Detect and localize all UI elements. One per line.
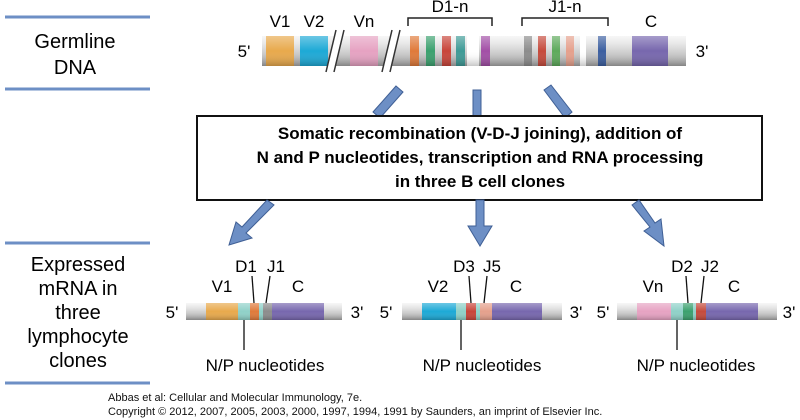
d-label: D1-n [432, 0, 469, 16]
expressed-label-line5: clones [49, 350, 107, 372]
clone-3-d-pointer [685, 275, 689, 304]
clone-1-v-label: V1 [212, 277, 233, 296]
citation: Abbas et al: Cellular and Molecular Immu… [108, 392, 363, 404]
clone-2-np-label: N/P nucleotides [423, 356, 542, 375]
clone-2-d-pointer [468, 275, 472, 304]
clone-2-j-label: J5 [483, 257, 501, 276]
clone-2-v-label: V2 [428, 277, 449, 296]
germline-label-line1: Germline [34, 31, 115, 53]
expressed-label-rules [5, 241, 150, 385]
germline-3prime: 3' [696, 42, 709, 61]
clone-1-d-label: D1 [235, 257, 257, 276]
clone-2-j-pointer [483, 275, 488, 304]
clone-1-np-label: N/P nucleotides [206, 356, 325, 375]
v2-label: V2 [304, 12, 325, 31]
clone-3-c-label: C [728, 277, 740, 296]
break-mark [325, 29, 401, 73]
d-bracket [407, 17, 493, 26]
clone-3-3prime: 3' [783, 303, 796, 322]
j-label: J1-n [548, 0, 581, 16]
vn-label: Vn [354, 12, 375, 31]
clone-3-np-label: N/P nucleotides [637, 356, 756, 375]
clone-1-c-label: C [292, 277, 304, 296]
clone-3-mrna [617, 303, 777, 320]
clone-3-j-label: J2 [701, 257, 719, 276]
clone-2-5prime: 5' [380, 303, 393, 322]
germline-label-rules [5, 15, 150, 91]
germline-5prime: 5' [238, 42, 251, 61]
germline-label-line2: DNA [54, 57, 97, 79]
clone-3-d-label: D2 [671, 257, 693, 276]
clone-2-c-label: C [510, 277, 522, 296]
clone-1-j-pointer [265, 275, 271, 304]
clone-2-mrna [402, 303, 562, 320]
clone-1-d-pointer [251, 275, 255, 304]
recombination-text-line3: in three B cell clones [395, 172, 565, 191]
arrows-to-clones [228, 199, 665, 248]
germline-dna-strand [262, 29, 686, 73]
clone-1-mrna [186, 303, 342, 320]
clone-3-j-pointer [700, 275, 705, 304]
clone-1-j-label: J1 [267, 257, 285, 276]
expressed-label-line2: mRNA in [39, 278, 118, 300]
clone-2-3prime: 3' [570, 303, 583, 322]
expressed-label-line1: Expressed [31, 254, 126, 276]
v1-label: V1 [270, 12, 291, 31]
copyright: Copyright © 2012, 2007, 2005, 2003, 2000… [108, 406, 603, 418]
clone-3-v-label: Vn [643, 277, 664, 296]
expressed-label-line4: lymphocyte [27, 326, 128, 348]
c-label: C [645, 12, 657, 31]
recombination-box [196, 115, 763, 201]
arrows-to-box [372, 84, 573, 119]
recombination-text-line1: Somatic recombination (V-D-J joining), a… [278, 124, 683, 143]
clone-3-5prime: 5' [597, 303, 610, 322]
expressed-label-line3: three [55, 302, 101, 324]
recombination-text-line2: N and P nucleotides, transcription and R… [257, 148, 704, 167]
clone-2-d-label: D3 [453, 257, 475, 276]
clone-1-5prime: 5' [166, 303, 179, 322]
j-bracket [521, 17, 609, 26]
clone-1-3prime: 3' [351, 303, 364, 322]
